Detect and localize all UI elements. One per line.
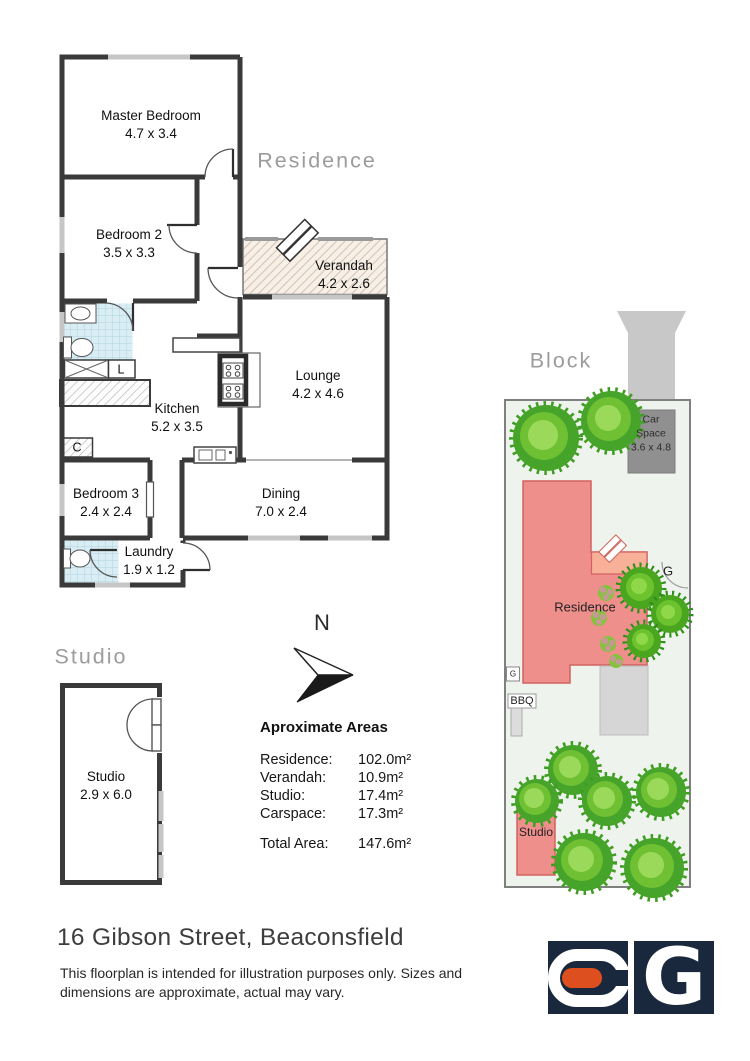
linen-cabinets <box>63 359 136 379</box>
studio-windows <box>158 791 164 878</box>
area-row-label: Verandah: <box>260 770 327 786</box>
logo-letter-g: G <box>642 933 706 1023</box>
property-address: 16 Gibson Street, Beaconsfield <box>57 924 404 951</box>
flower-shrubs <box>591 585 623 668</box>
studio-floorplan <box>60 683 164 885</box>
patio <box>599 665 649 736</box>
cupboard-label: C <box>72 440 82 455</box>
room-label-kitchen: Kitchen 5.2 x 3.5 <box>151 400 203 434</box>
driveway <box>617 311 686 410</box>
kitchen-sink <box>193 446 237 464</box>
agency-logo: G <box>548 933 714 1023</box>
room-label-bedroom3: Bedroom 3 2.4 x 2.4 <box>72 485 140 519</box>
residence-floorplan <box>59 54 390 588</box>
area-row-value: 17.3m² <box>358 806 404 822</box>
north-arrow <box>293 647 354 703</box>
bedroom3-sliding-door <box>145 481 155 518</box>
kitchen-bench <box>172 337 241 353</box>
area-row-value: 17.4m² <box>358 788 404 804</box>
block-residence-footprint <box>522 480 648 684</box>
side-gate-box <box>506 666 520 682</box>
area-row-label: Studio: <box>260 788 306 804</box>
gate-arc <box>661 561 689 589</box>
side-porch <box>59 379 151 407</box>
linen-label: L <box>117 362 125 377</box>
bbq-label: BBQ <box>510 695 534 707</box>
north-label: N <box>314 610 330 635</box>
block-studio-label: Studio <box>518 825 554 839</box>
stove-chimney <box>217 352 261 408</box>
total-area-label: Total Area: <box>260 836 329 852</box>
studio-double-doors <box>126 698 162 752</box>
block-section-label: Block <box>529 348 593 373</box>
block-steps <box>598 534 628 564</box>
room-label-dining: Dining 7.0 x 2.4 <box>255 485 307 519</box>
trees <box>509 387 694 902</box>
area-row-label: Residence: <box>260 752 333 768</box>
area-row-value: 10.9m² <box>358 770 404 786</box>
room-label-laundry: Laundry 1.9 x 1.2 <box>123 543 175 577</box>
block-plan <box>504 311 694 902</box>
areas-title: Aproximate Areas <box>260 719 388 736</box>
windows <box>59 54 372 588</box>
verandah-steps <box>275 218 320 263</box>
gate-left-label: G <box>509 669 517 679</box>
studio-section-label: Studio <box>54 644 128 669</box>
gate-right-label: G <box>662 563 674 579</box>
area-row-value: 102.0m² <box>358 752 412 768</box>
doors <box>89 148 239 578</box>
bbq-bench <box>510 707 523 737</box>
room-label-master: Master Bedroom 4.7 x 3.4 <box>101 107 201 141</box>
residence-section-label: Residence <box>257 148 377 173</box>
room-label-lounge: Lounge 4.2 x 4.6 <box>292 367 344 401</box>
room-label-bedroom2: Bedroom 2 3.5 x 3.3 <box>95 226 163 260</box>
room-label-verandah: Verandah 4.2 x 2.6 <box>315 257 373 291</box>
bathroom-fixtures <box>63 303 97 359</box>
area-row-label: Carspace: <box>260 806 327 822</box>
logo-orange-pill <box>562 968 602 988</box>
room-label-studio: Studio 2.9 x 6.0 <box>80 768 132 802</box>
car-space-label: Car Space 3.6 x 4.8 <box>630 413 672 455</box>
laundry-toilet <box>63 548 91 569</box>
block-residence-label: Residence <box>554 599 616 615</box>
total-area-value: 147.6m² <box>358 836 412 852</box>
disclaimer-text: This floorplan is intended for illustrat… <box>60 965 463 1000</box>
